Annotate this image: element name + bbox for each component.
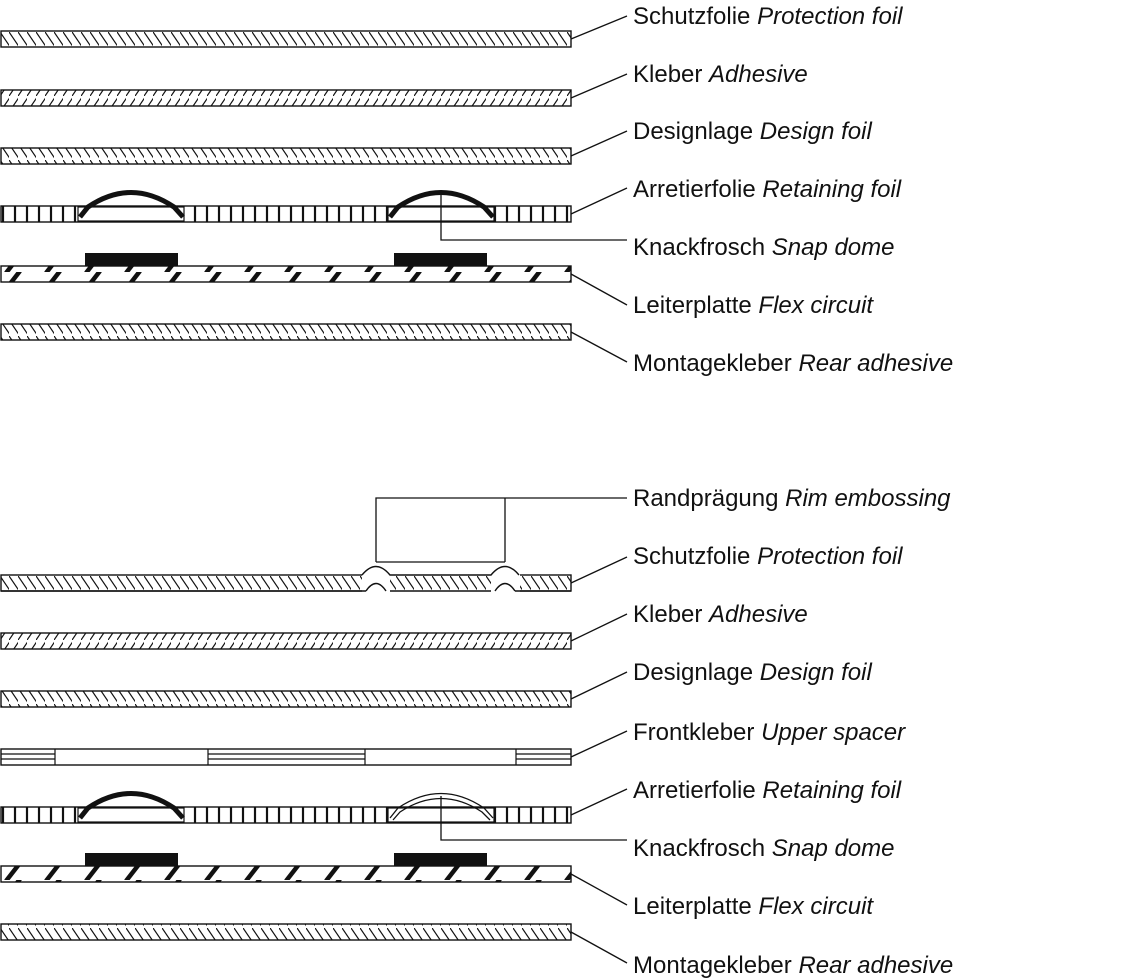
top-rear-adhesive-layer [0,323,572,341]
bottom-adhesive-layer [0,632,572,650]
bottom-retaining-foil-layer [0,806,572,824]
bottom-labels: Randprägung Rim embossing Schutzfolie Pr… [633,485,953,979]
top-design-foil-layer [0,147,572,165]
bottom-contact-pad-1 [85,853,178,866]
bottom-label-design-foil: Designlage Design foil [633,659,872,686]
top-label-flex-circuit: Leiterplatte Flex circuit [633,292,874,319]
bottom-leader-lines [440,556,628,964]
bottom-label-rear-adhesive: Montagekleber Rear adhesive [633,952,953,979]
top-labels: Schutzfolie Protection foil Kleber Adhes… [633,3,953,377]
rim-embossing-bracket [375,497,627,562]
bottom-protection-foil-layer [0,565,572,592]
top-label-adhesive: Kleber Adhesive [633,61,808,88]
bottom-label-rim-embossing: Randprägung Rim embossing [633,485,951,512]
bottom-contact-pad-2 [394,853,487,866]
top-label-retaining-foil: Arretierfolie Retaining foil [633,176,902,203]
bottom-upper-spacer-layer [0,748,572,766]
top-stack [0,15,628,363]
top-label-protection-foil: Schutzfolie Protection foil [633,3,903,30]
top-label-snap-dome: Knackfrosch Snap dome [633,234,895,261]
bottom-label-flex-circuit: Leiterplatte Flex circuit [633,893,874,920]
top-label-design-foil: Designlage Design foil [633,118,872,145]
top-leader-lines [440,15,628,363]
top-contact-pad-2 [394,253,487,266]
bottom-label-upper-spacer: Frontkleber Upper spacer [633,719,906,746]
bottom-stack [0,497,628,964]
bottom-rear-adhesive-layer [0,923,572,941]
top-snap-domes [78,190,495,219]
top-adhesive-layer [0,89,572,107]
top-label-rear-adhesive: Montagekleber Rear adhesive [633,350,953,377]
bottom-label-adhesive: Kleber Adhesive [633,601,808,628]
bottom-flex-circuit-layer [0,853,572,883]
top-protection-foil-layer [0,30,572,48]
bottom-design-foil-layer [0,690,572,708]
bottom-label-retaining-foil: Arretierfolie Retaining foil [633,777,902,804]
top-contact-pad-1 [85,253,178,266]
bottom-label-snap-dome: Knackfrosch Snap dome [633,835,895,862]
bottom-label-protection-foil: Schutzfolie Protection foil [633,543,903,570]
top-flex-circuit-layer [0,253,572,283]
